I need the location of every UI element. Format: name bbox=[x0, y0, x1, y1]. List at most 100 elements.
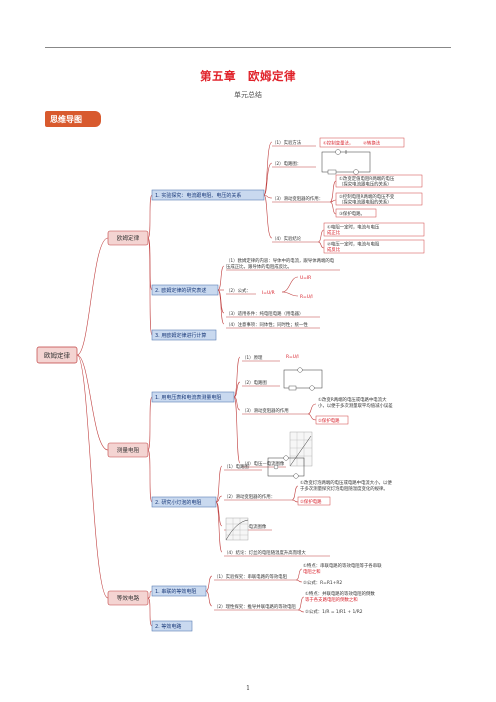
connector bbox=[147, 597, 153, 627]
graph-thumbnail bbox=[289, 431, 313, 467]
circuit-diagram bbox=[267, 455, 305, 479]
node-label: 2. 等效电路 bbox=[155, 623, 181, 630]
connector bbox=[307, 413, 317, 421]
node-label: 1. 串联的等效电阻 bbox=[155, 588, 196, 595]
root-label: 欧姆定律 bbox=[44, 351, 71, 360]
connector bbox=[317, 241, 325, 249]
note-conclusion-2 bbox=[323, 239, 425, 254]
note-text: ②电压一定时，电流与电阻 bbox=[327, 241, 380, 248]
note-protect bbox=[297, 496, 331, 506]
note-text: ③保护电路。 bbox=[339, 210, 365, 217]
note-rheostat-1 bbox=[335, 174, 423, 188]
connector bbox=[76, 237, 109, 356]
note-text: ②公式：R=R1+R2 bbox=[303, 579, 342, 586]
connector bbox=[147, 396, 153, 451]
connector bbox=[263, 162, 273, 196]
note-text: 等于各支路电阻的倒数之和 bbox=[305, 596, 358, 603]
connector bbox=[291, 499, 299, 503]
formula-r: R=U/I bbox=[300, 294, 313, 300]
note-text: （探究电流跟电压的关系） bbox=[339, 181, 392, 188]
formula-u: U=IR bbox=[300, 275, 311, 281]
connector bbox=[217, 289, 225, 325]
note-text: ②保护电路 bbox=[318, 417, 340, 424]
node-label: 1. 用电压表和电流表测量电阻 bbox=[155, 394, 221, 401]
connector bbox=[295, 568, 303, 581]
item-graph: （4）电压—电流图像 bbox=[242, 460, 285, 467]
note-text: ①改变R两端的电压或电路中电流大 bbox=[318, 396, 387, 403]
branch-label: 欧姆定律 bbox=[117, 234, 140, 242]
item-conclusion: （4）实验结论 bbox=[272, 235, 302, 242]
connector bbox=[76, 354, 109, 599]
connector bbox=[205, 575, 213, 592]
note-text: 于多次测量探究灯泡电阻随温度变化的规律。 bbox=[300, 485, 388, 492]
connector bbox=[281, 291, 299, 297]
note-rheostat-3 bbox=[335, 208, 377, 218]
connector bbox=[307, 403, 317, 415]
node-ohm-calc bbox=[151, 329, 217, 341]
connector bbox=[215, 501, 223, 553]
item-rheostat-role: （2）滑动变阻器的作用： bbox=[224, 493, 275, 500]
note-rheostat-2 bbox=[335, 192, 423, 206]
note-text: ②公式：1/R = 1/R1 + 1/R2 bbox=[305, 608, 363, 615]
item-circuit: （1）电路图 bbox=[224, 463, 249, 470]
node-label: 2. 研究小灯泡的电阻 bbox=[155, 499, 201, 506]
connector bbox=[76, 354, 109, 451]
connector bbox=[297, 596, 305, 611]
note-conclusion-1 bbox=[323, 222, 425, 237]
connector bbox=[217, 265, 225, 291]
notes-attention: （4）注意事项：同体性；同时性；统一性 bbox=[226, 321, 308, 328]
connector bbox=[263, 194, 273, 199]
note-text: ①改变定值电阻R两端的电压 bbox=[339, 175, 395, 182]
note-text: ②控制电阻R两端的电压不变 bbox=[339, 193, 395, 200]
connector bbox=[291, 485, 299, 501]
connector bbox=[233, 396, 241, 464]
note-text: （探究电流跟电阻的关系） bbox=[339, 199, 392, 206]
circuit-diagram bbox=[321, 149, 371, 175]
item-parallel-derivation: （2）理性探究：推导并联电路的等效电阻 bbox=[214, 603, 296, 610]
formula-label: （2）公式： bbox=[226, 287, 251, 294]
connector bbox=[295, 579, 303, 583]
node-equivalent-circuit bbox=[151, 620, 193, 632]
note-text: 小，以便于多次测量取平均值减小误差 bbox=[318, 402, 393, 409]
formula-i: I=U/R bbox=[262, 290, 275, 296]
item-circuit: （2）电路图 bbox=[242, 379, 267, 386]
node-label: 3. 用欧姆定律进行计算 bbox=[155, 332, 206, 339]
note-method bbox=[319, 137, 405, 148]
branch-label: 测量电阻 bbox=[117, 446, 140, 454]
connector bbox=[233, 381, 241, 398]
branch-label: 等效电路 bbox=[117, 594, 140, 602]
connector bbox=[147, 237, 153, 336]
note-text: 成正比 bbox=[327, 229, 341, 236]
principle-formula: R=U/I bbox=[286, 354, 299, 360]
connector bbox=[147, 194, 153, 239]
connector bbox=[329, 201, 337, 215]
connector bbox=[297, 609, 305, 613]
node-label: 2. 欧姆定律的研究表述 bbox=[155, 287, 206, 294]
item-circuit: （2）电路图： bbox=[272, 160, 301, 167]
applicable-condition: （3）适用条件：纯电阻电路（用电器） bbox=[226, 310, 303, 317]
connector bbox=[329, 180, 337, 203]
page-number: 1 bbox=[246, 685, 250, 692]
graph-thumbnail bbox=[225, 517, 249, 541]
item-rheostat-role: （3）滑动变阻器的作用： bbox=[272, 195, 323, 202]
note-text: 电阻之和 bbox=[303, 568, 321, 575]
item-principle: （1）原理 bbox=[242, 355, 263, 361]
note-text: ②转换法 bbox=[363, 140, 381, 147]
connector bbox=[147, 590, 153, 599]
note-protect bbox=[315, 415, 349, 425]
node-label: 1. 实验探究：电流跟电阻、电压的关系 bbox=[155, 192, 241, 199]
connector bbox=[233, 356, 241, 398]
header-rule bbox=[45, 47, 451, 48]
item-series-experiment: （1）实验探究：串联电路的等效电阻 bbox=[214, 573, 288, 580]
connector bbox=[215, 495, 223, 503]
item-rheostat-role: （3）滑动变阻器的作用 bbox=[242, 407, 289, 414]
note-text: ①控制变量法， bbox=[323, 140, 353, 147]
law-content: （1）欧姆定律的内容：导体中的电流，跟导体两端的电 bbox=[226, 257, 335, 264]
item-conclusion: （4）结论：灯丝的电阻随温度升高而增大 bbox=[224, 549, 306, 556]
note-text: ①特点：串联电路的等效电阻等于各串联 bbox=[303, 562, 382, 569]
note-text: ①特点：并联电路的等效电阻的倒数 bbox=[305, 590, 375, 597]
connector bbox=[147, 449, 153, 503]
law-content: 压成正比，跟导体的电阻成反比。 bbox=[226, 263, 292, 270]
connector bbox=[233, 396, 241, 411]
